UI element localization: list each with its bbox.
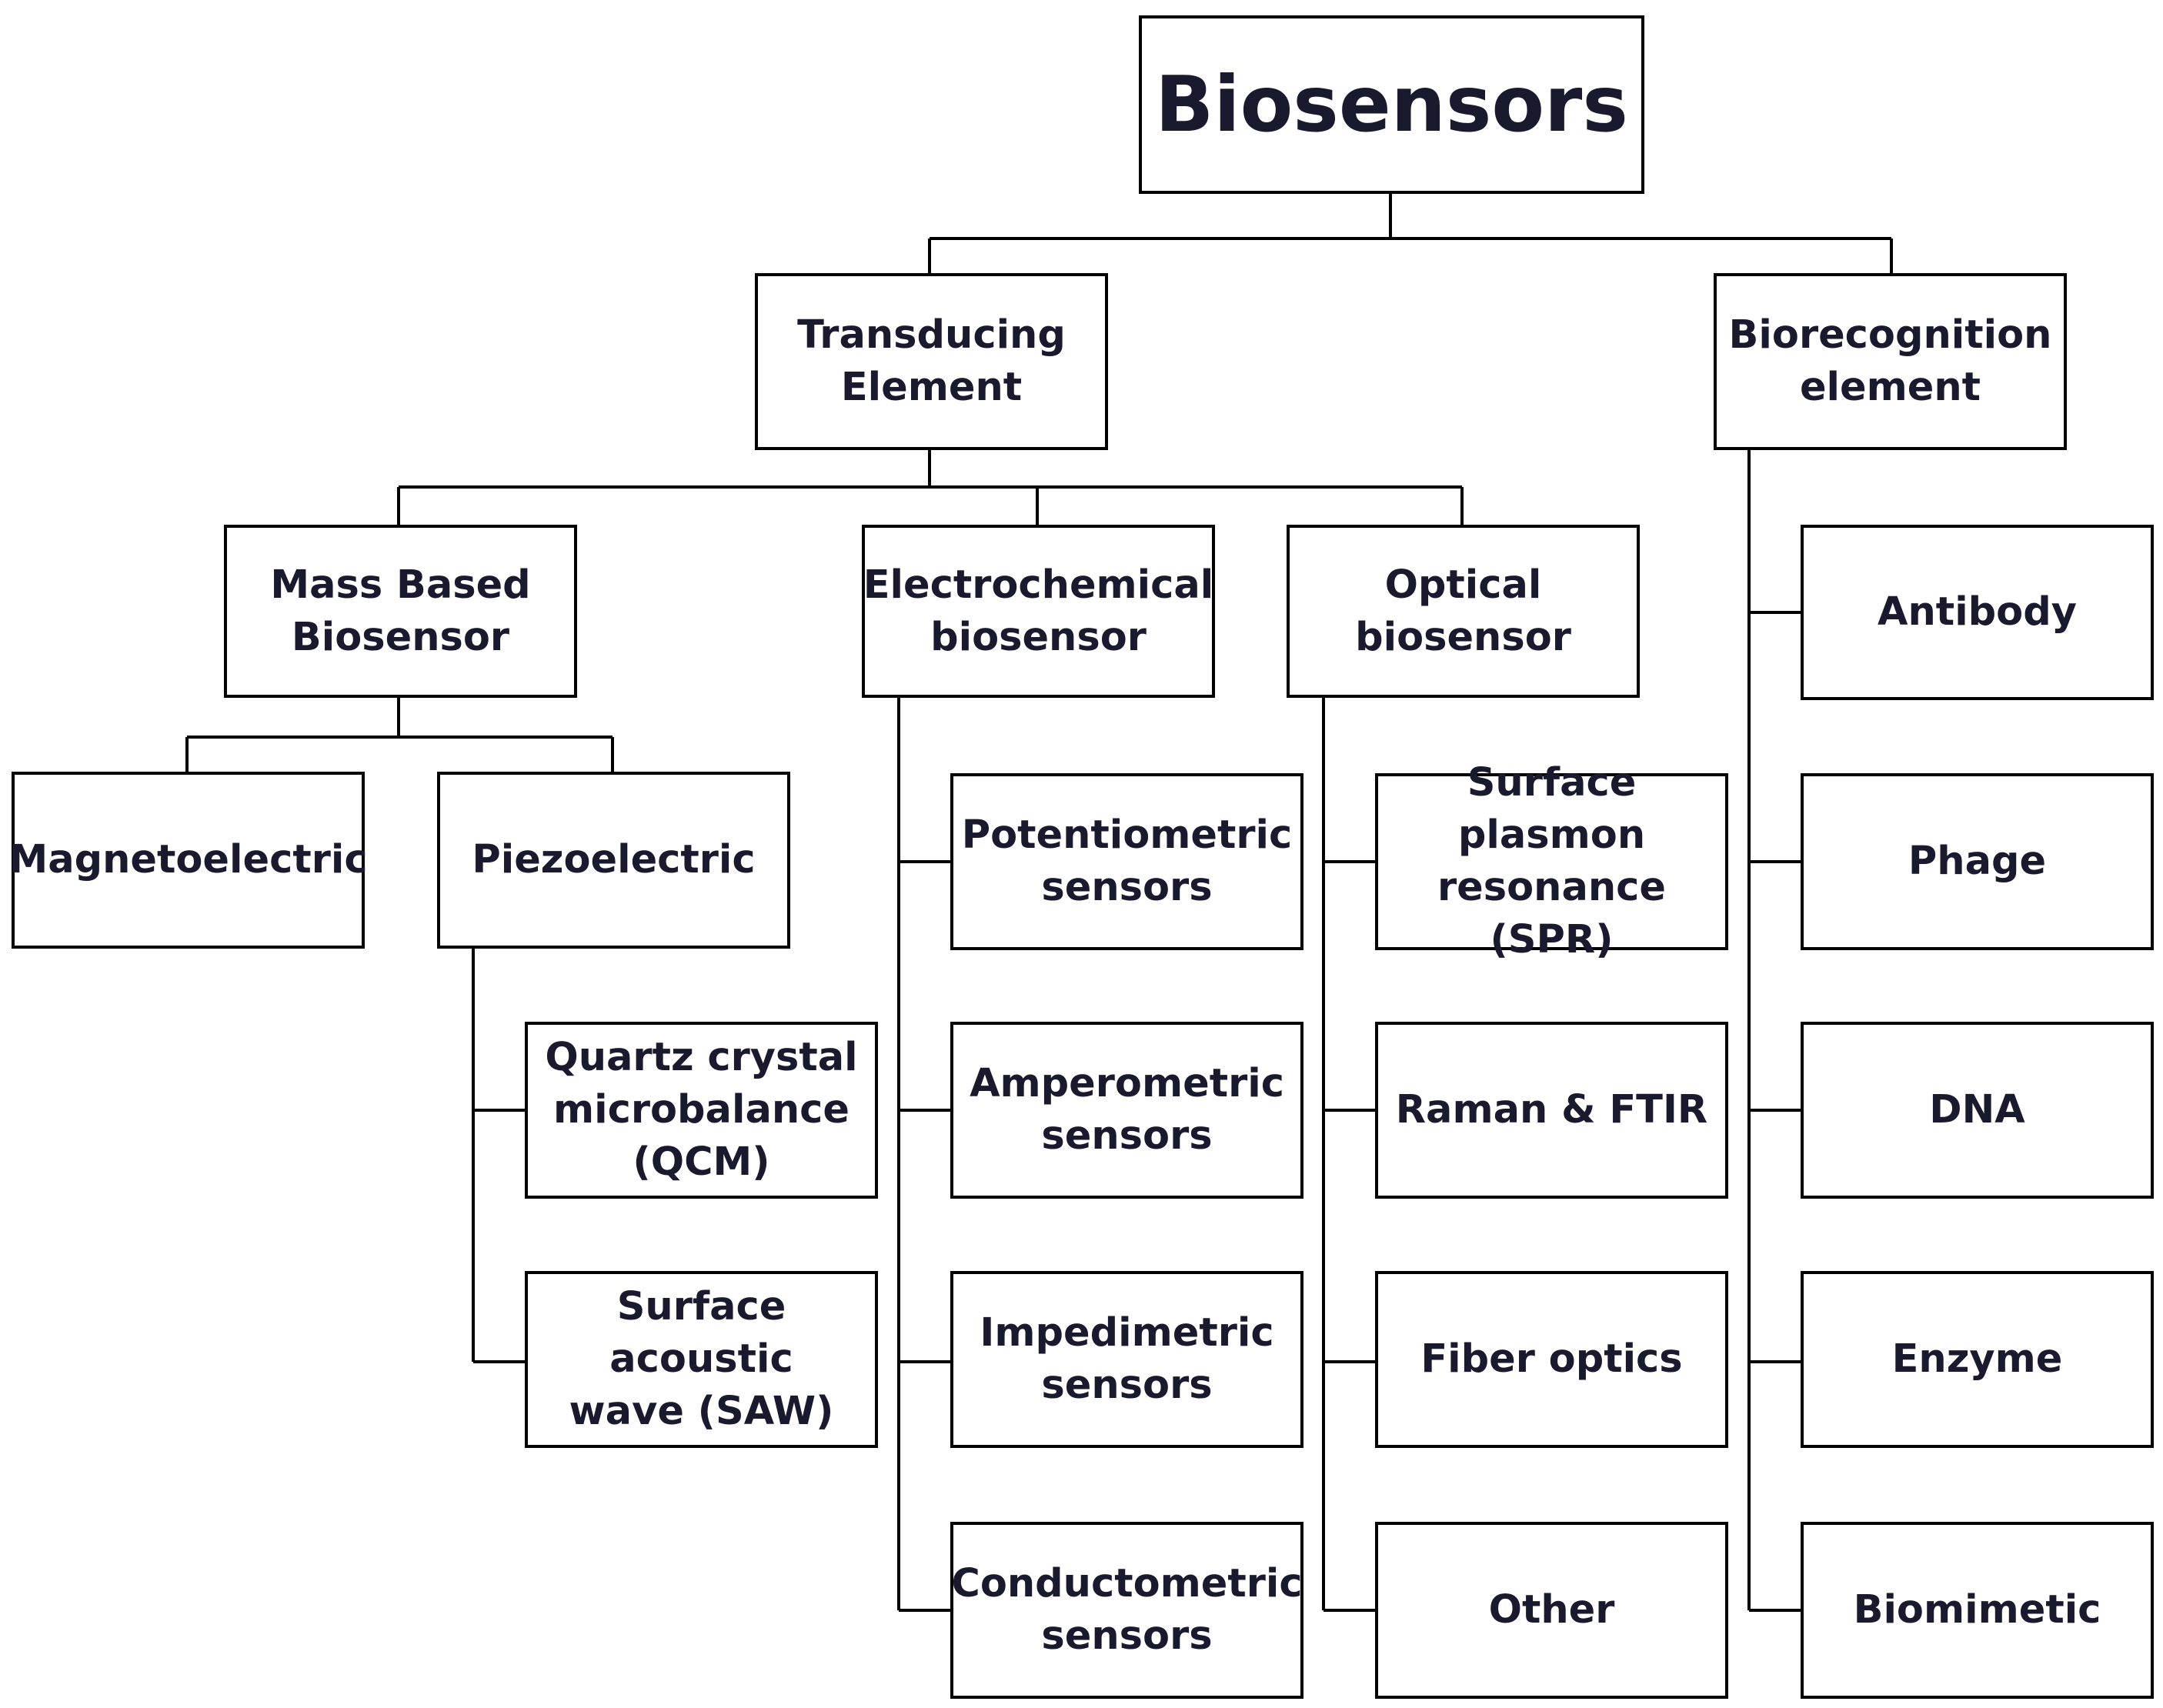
node-electrochemical-biosensor: Electrochemical biosensor bbox=[862, 525, 1215, 698]
node-fiber-optics: Fiber optics bbox=[1375, 1271, 1728, 1448]
connector-piezo bbox=[472, 949, 525, 1363]
connector-optical bbox=[1322, 698, 1375, 1612]
node-antibody: Antibody bbox=[1801, 525, 2154, 700]
node-spr: Surface plasmon resonance (SPR) bbox=[1375, 760, 1728, 962]
node-other: Other bbox=[1375, 1522, 1728, 1699]
node-mass-based-biosensor: Mass Based Biosensor bbox=[224, 525, 577, 698]
node-impedimetric-sensors: Impedimetric sensors bbox=[950, 1271, 1303, 1448]
node-biosensors: Biosensors bbox=[1139, 15, 1644, 194]
connector-root bbox=[928, 194, 1893, 273]
node-saw: Surface acoustic wave (SAW) bbox=[525, 1271, 878, 1448]
node-magnetoelectric: Magnetoelectric bbox=[8, 772, 368, 949]
connector-biorecognition bbox=[1747, 450, 1801, 1612]
node-amperometric-sensors: Amperometric sensors bbox=[950, 1022, 1303, 1199]
node-biomimetic: Biomimetic bbox=[1801, 1522, 2154, 1699]
connector-mass bbox=[185, 698, 614, 772]
node-raman-ftir: Raman & FTIR bbox=[1375, 1022, 1728, 1199]
node-transducing-element: Transducing Element bbox=[755, 273, 1108, 450]
node-potentiometric-sensors: Potentiometric sensors bbox=[950, 773, 1303, 950]
node-piezoelectric: Piezoelectric bbox=[437, 772, 790, 949]
node-dna: DNA bbox=[1801, 1022, 2154, 1199]
node-qcm: Quartz crystal microbalance (QCM) bbox=[525, 1022, 878, 1199]
node-phage: Phage bbox=[1801, 773, 2154, 950]
connector-transducing bbox=[397, 450, 1464, 525]
connector-electrochemical bbox=[897, 698, 950, 1612]
node-conductometric-sensors: Conductometric sensors bbox=[950, 1522, 1303, 1699]
node-biorecognition-element: Biorecognition element bbox=[1714, 273, 2067, 450]
node-optical-biosensor: Optical biosensor bbox=[1287, 525, 1640, 698]
node-enzyme: Enzyme bbox=[1801, 1271, 2154, 1448]
